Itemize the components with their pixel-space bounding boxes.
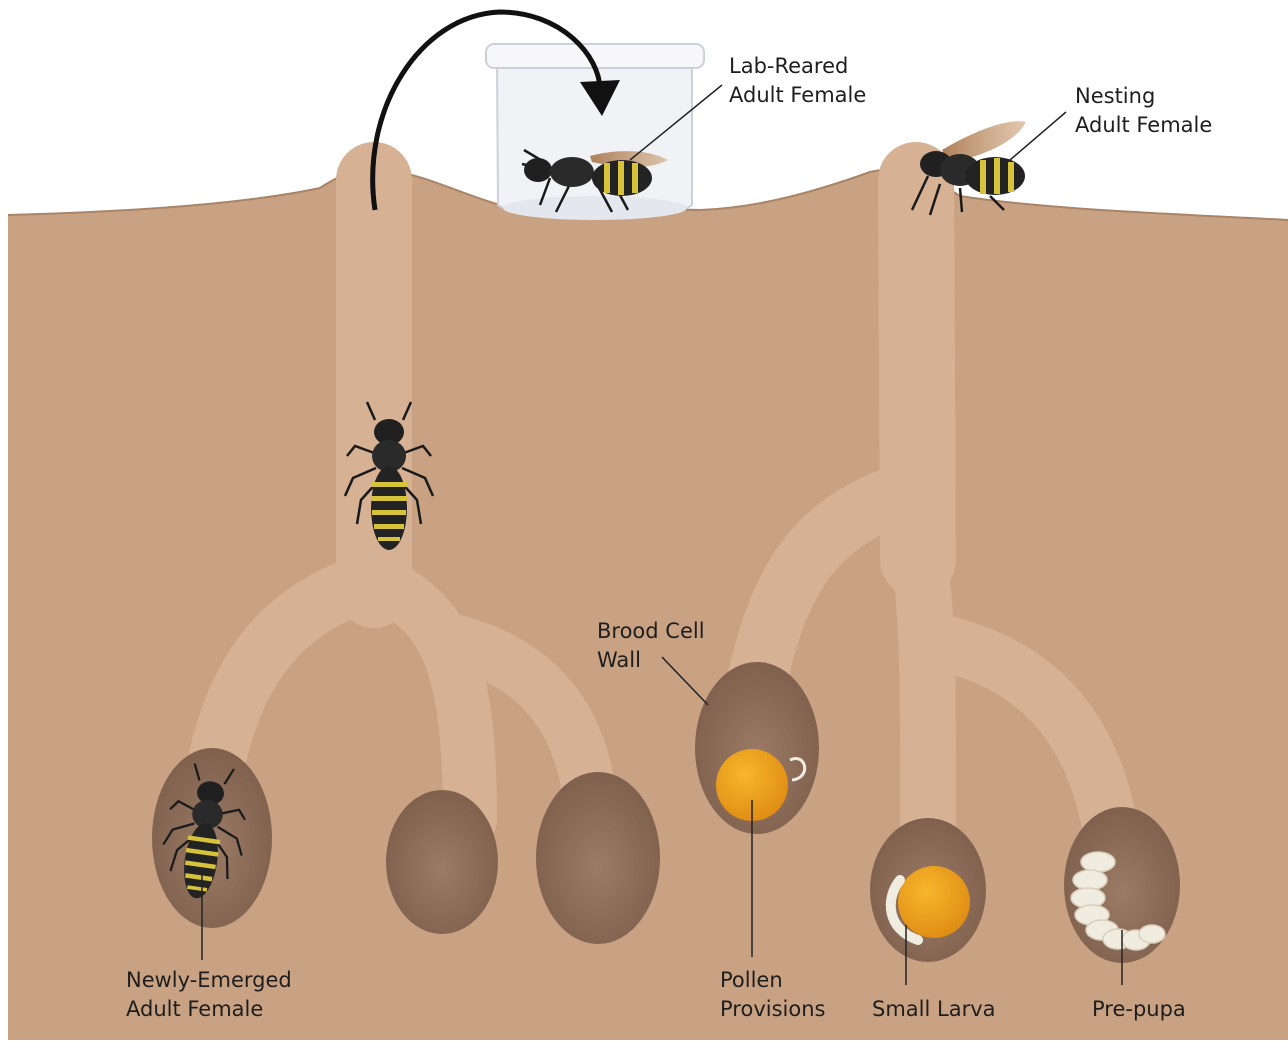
label-pre-pupa: Pre-pupa <box>1092 995 1186 1024</box>
label-pre-pupa-line1: Pre-pupa <box>1092 995 1186 1024</box>
label-lab-reared: Lab-Reared Adult Female <box>729 52 866 110</box>
brood-cell-left-2 <box>386 790 498 934</box>
pollen-ball-2 <box>898 866 970 938</box>
right-branch-mid <box>918 550 928 860</box>
label-pollen: Pollen Provisions <box>720 966 825 1024</box>
label-lab-reared-line2: Adult Female <box>729 81 866 110</box>
label-small-larva-line1: Small Larva <box>872 995 996 1024</box>
label-nesting: Nesting Adult Female <box>1075 82 1212 140</box>
label-lab-reared-line1: Lab-Reared <box>729 52 866 81</box>
label-pollen-line1: Pollen <box>720 966 825 995</box>
label-newly-emerged-line2: Adult Female <box>126 995 292 1024</box>
label-brood-cell-wall-line1: Brood Cell <box>597 617 705 646</box>
label-nesting-line1: Nesting <box>1075 82 1212 111</box>
label-small-larva: Small Larva <box>872 995 996 1024</box>
brood-cell-left-3 <box>536 772 660 944</box>
label-nesting-line2: Adult Female <box>1075 111 1212 140</box>
label-pollen-line2: Provisions <box>720 995 825 1024</box>
label-brood-cell-wall: Brood Cell Wall <box>597 617 705 675</box>
label-newly-emerged: Newly-Emerged Adult Female <box>126 966 292 1024</box>
label-brood-cell-wall-line2: Wall <box>597 646 705 675</box>
label-newly-emerged-line1: Newly-Emerged <box>126 966 292 995</box>
